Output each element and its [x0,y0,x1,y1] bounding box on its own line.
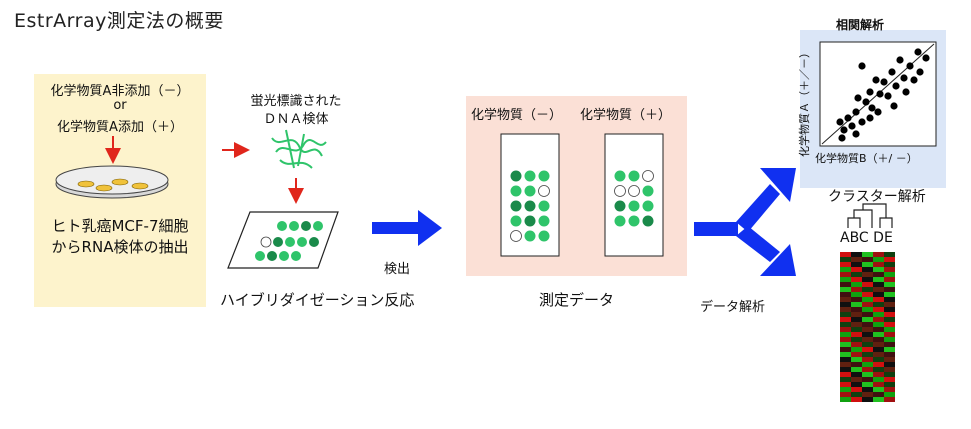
analysis-fork-arrow [694,168,796,276]
array-spots-plus [614,170,654,227]
page-title: EstrArray測定法の概要 [14,10,224,32]
sample-label-plus: 化学物質A添加（＋） [57,120,183,135]
measurement-caption: 測定データ [538,291,614,309]
analysis-label: データ解析 [700,300,766,315]
cluster-sample-labels: ABC DE [840,230,893,246]
correlation-points [836,48,930,142]
measurement-minus-label: 化学物質（－） [471,108,563,123]
microarray-chip-icon [227,211,339,269]
sample-label-or: or [113,98,127,113]
correlation-title: 相関解析 [836,18,885,32]
cluster-title: クラスター解析 [828,189,926,205]
sample-caption-line1: ヒト乳癌MCF-7細胞 [51,217,189,235]
petri-dish-icon [55,165,169,199]
measurement-plus-label: 化学物質（＋） [580,108,672,123]
dna-label-line1: 蛍光標識された [250,94,342,109]
detect-arrow [372,210,442,246]
hybridization-label: ハイブリダイゼーション反応 [220,291,415,309]
sample-label-minus: 化学物質A非添加（－） [50,84,190,99]
cluster-heatmap [840,252,895,402]
detect-label: 検出 [384,262,411,277]
dna-strand-icon [271,129,327,169]
dna-label-line2: ＤＮＡ検体 [263,112,329,127]
dendrogram-icon [847,203,893,228]
array-spots-minus [510,170,550,242]
correlation-xlabel: 化学物質B（＋/ －） [815,152,918,165]
sample-caption-line2: からRNA検体の抽出 [51,238,189,256]
